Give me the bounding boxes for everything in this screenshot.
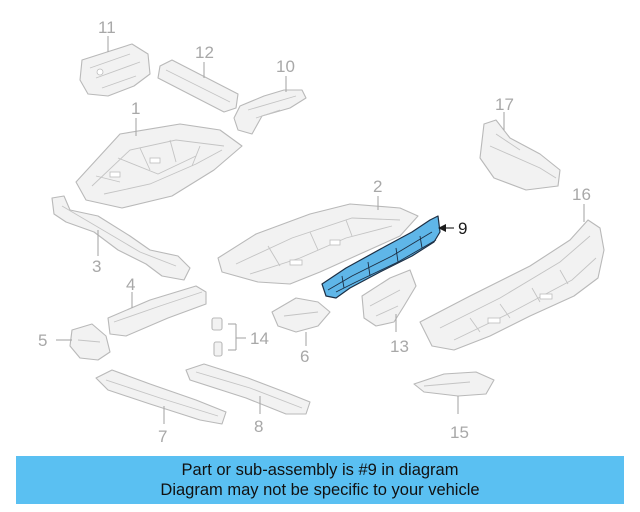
callout-7[interactable]: 7 bbox=[158, 427, 167, 446]
part-10[interactable]: 10 bbox=[233, 57, 307, 135]
callout-12[interactable]: 12 bbox=[195, 43, 214, 62]
banner-line-2: Diagram may not be specific to your vehi… bbox=[160, 481, 480, 499]
part-2[interactable]: 2 bbox=[217, 177, 419, 285]
callout-3[interactable]: 3 bbox=[92, 257, 101, 276]
callout-13[interactable]: 13 bbox=[390, 337, 409, 356]
callout-1[interactable]: 1 bbox=[131, 99, 140, 118]
callout-9[interactable]: 9 bbox=[458, 219, 467, 238]
info-banner: Part or sub-assembly is #9 in diagram Di… bbox=[16, 456, 624, 504]
callout-8[interactable]: 8 bbox=[254, 417, 263, 436]
callout-14[interactable]: 14 bbox=[250, 329, 269, 348]
callout-5[interactable]: 5 bbox=[38, 331, 47, 350]
part-13[interactable]: 13 bbox=[361, 269, 417, 356]
part-4[interactable]: 4 bbox=[107, 275, 207, 337]
parts-diagram: 11 12 10 1 3 2 bbox=[38, 18, 605, 446]
part-5[interactable]: 5 bbox=[38, 323, 111, 361]
part-3[interactable]: 3 bbox=[51, 195, 191, 281]
callout-6[interactable]: 6 bbox=[300, 347, 309, 366]
part-7[interactable]: 7 bbox=[95, 369, 227, 446]
callout-2[interactable]: 2 bbox=[373, 177, 382, 196]
part-11[interactable]: 11 bbox=[79, 18, 151, 97]
callout-4[interactable]: 4 bbox=[126, 275, 135, 294]
callout-16[interactable]: 16 bbox=[572, 185, 591, 204]
banner-line-1: Part or sub-assembly is #9 in diagram bbox=[181, 461, 459, 479]
part-6[interactable]: 6 bbox=[271, 297, 331, 366]
arrow-icon bbox=[438, 224, 446, 232]
part-8[interactable]: 8 bbox=[185, 363, 311, 436]
part-15[interactable]: 15 bbox=[413, 371, 495, 442]
callout-15[interactable]: 15 bbox=[450, 423, 469, 442]
part-14[interactable]: 14 bbox=[211, 317, 269, 357]
callout-11[interactable]: 11 bbox=[98, 18, 116, 37]
part-1[interactable]: 1 bbox=[75, 99, 243, 209]
part-12[interactable]: 12 bbox=[157, 43, 239, 113]
callout-10[interactable]: 10 bbox=[276, 57, 295, 76]
part-17[interactable]: 17 bbox=[479, 95, 561, 191]
callout-17[interactable]: 17 bbox=[495, 95, 514, 114]
part-16[interactable]: 16 bbox=[419, 185, 605, 351]
part-9-highlighted[interactable]: 9 bbox=[321, 215, 467, 299]
